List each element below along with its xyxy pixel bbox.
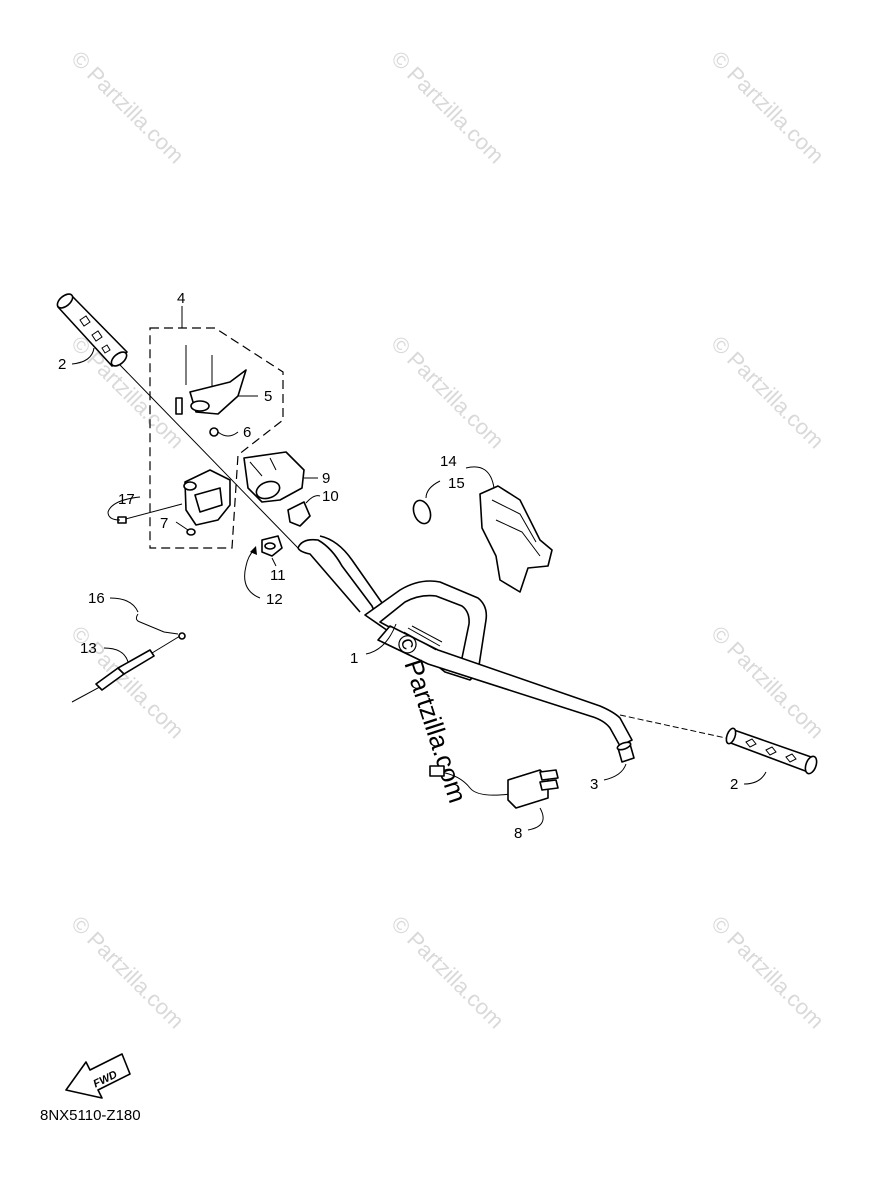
callout-1: 1 — [350, 650, 358, 667]
watermark-text: © Partzilla.com — [706, 621, 829, 744]
left-grip — [56, 293, 128, 367]
leader-10 — [305, 495, 321, 504]
switch-housing — [243, 451, 305, 503]
diagram-code: 8NX5110-Z180 — [40, 1107, 141, 1124]
switch — [261, 535, 283, 557]
nut — [209, 427, 219, 437]
leader-7 — [175, 521, 189, 531]
assembly-axis-line-right — [619, 714, 736, 741]
clip — [287, 501, 311, 527]
watermarks: © Partzilla.com © Partzilla.com © Partzi… — [66, 46, 829, 1034]
handlebar — [297, 535, 633, 747]
leader-2a — [71, 347, 95, 365]
leader-1 — [365, 623, 397, 655]
callout-5: 5 — [264, 388, 272, 405]
snap-ring — [412, 499, 432, 525]
arrow-head-12 — [250, 546, 257, 555]
callout-9: 9 — [322, 470, 330, 487]
watermark-text: © Partzilla.com — [386, 911, 509, 1034]
callout-14: 14 — [440, 453, 457, 470]
callout-2-right: 2 — [730, 776, 738, 793]
right-grip — [725, 727, 818, 775]
switch-with-wires — [429, 765, 559, 809]
callout-7: 7 — [160, 515, 168, 532]
throttle-housing — [183, 469, 231, 536]
leader-3 — [603, 763, 627, 781]
callouts: 1 2 2 3 4 5 6 7 8 9 10 11 12 13 14 15 16… — [58, 290, 738, 842]
bar-end-cap — [616, 741, 635, 763]
leader-6 — [217, 431, 239, 437]
mounting-bracket — [479, 485, 553, 593]
watermark-text: © Partzilla.com — [706, 331, 829, 454]
leader-14 — [465, 466, 495, 489]
cable-clip — [135, 613, 179, 635]
leader-12 — [244, 549, 261, 599]
callout-6: 6 — [243, 424, 251, 441]
callout-3: 3 — [590, 776, 598, 793]
callout-8: 8 — [514, 825, 522, 842]
callout-4: 4 — [177, 290, 185, 307]
forward-arrow-icon: FWD — [65, 1053, 131, 1099]
leader-16 — [109, 597, 139, 613]
leader-13 — [103, 647, 129, 663]
leader-8 — [527, 807, 544, 831]
callout-12: 12 — [266, 591, 283, 608]
watermark-text: © Partzilla.com — [66, 911, 189, 1034]
callout-13: 13 — [80, 640, 97, 657]
watermark-text: © Partzilla.com — [386, 331, 509, 454]
leader-17 — [107, 496, 141, 521]
callout-10: 10 — [322, 488, 339, 505]
watermark-text: © Partzilla.com — [386, 46, 509, 169]
throttle-assembly-boundary — [149, 327, 284, 549]
callout-15: 15 — [448, 475, 465, 492]
callout-17: 17 — [118, 491, 135, 508]
callout-2-left: 2 — [58, 356, 66, 373]
watermark-text: © Partzilla.com — [66, 46, 189, 169]
callout-11: 11 — [270, 567, 286, 584]
callout-16: 16 — [88, 590, 105, 607]
watermark-text: © Partzilla.com — [66, 331, 189, 454]
leader-11 — [271, 557, 277, 567]
leader-15 — [425, 480, 441, 499]
throttle-lever — [175, 345, 247, 415]
leader-2b — [743, 771, 767, 785]
watermark-text: © Partzilla.com — [706, 46, 829, 169]
watermark-text: © Partzilla.com — [706, 911, 829, 1034]
throttle-cable — [71, 632, 186, 703]
